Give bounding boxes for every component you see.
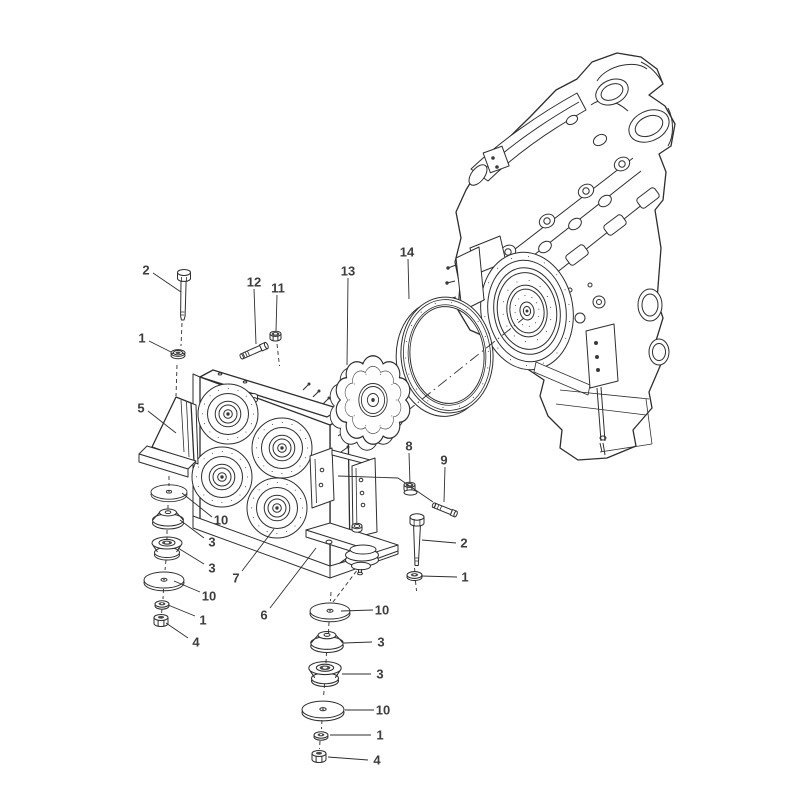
callout-2-hex-bolt: 2 <box>460 536 467 551</box>
callout-3-isolator: 3 <box>376 667 383 682</box>
isolator-3 <box>151 536 183 561</box>
assembly-axis-lines <box>161 322 434 750</box>
leader-base-rail <box>269 547 317 609</box>
pump-pad-1 <box>197 383 259 445</box>
washer-right <box>406 571 423 582</box>
leader-hex-nut <box>165 622 189 639</box>
leader-lock-nut <box>408 452 411 485</box>
callout-12-stud: 12 <box>247 275 261 290</box>
pump-pad-3 <box>191 446 253 508</box>
drive-centerline <box>405 317 525 413</box>
stud-witness-line <box>337 475 434 503</box>
leader-washer <box>167 604 196 617</box>
callout-10-mount-disc: 10 <box>214 513 228 528</box>
leader-isolator <box>179 519 205 539</box>
engine-mount-bracket-right <box>555 323 653 453</box>
mount-disc-10 <box>143 571 185 592</box>
hex-bolt-top-left <box>177 269 191 321</box>
callout-10-mount-disc: 10 <box>376 703 390 718</box>
callout-6-base-rail: 6 <box>260 608 267 623</box>
isolator-3 <box>152 508 184 530</box>
leader-hex-nut <box>327 756 369 761</box>
hex-nut-4 <box>311 750 327 763</box>
leader-ring-adapter <box>407 258 410 300</box>
callout-7-pump-drive-pad: 7 <box>232 571 239 586</box>
mount-disc-10 <box>309 602 351 623</box>
hex-nut-4 <box>153 614 169 627</box>
leader-isolator <box>343 641 373 644</box>
washer-8 <box>403 489 418 496</box>
pump-drive-gearbox <box>191 369 399 579</box>
lock-nut-11 <box>269 330 282 342</box>
callout-3-isolator: 3 <box>208 561 215 576</box>
flywheel-housing <box>469 235 591 396</box>
leader-stud <box>253 288 257 345</box>
callout-10-mount-disc: 10 <box>202 589 216 604</box>
ring-adapter-14 <box>395 296 494 417</box>
leader-stud <box>443 466 446 503</box>
callout-1-flange-nut: 1 <box>138 331 145 346</box>
flex-coupling-13 <box>329 355 411 451</box>
pump-pad-2 <box>251 417 313 479</box>
callout-4-hex-nut: 4 <box>192 635 200 650</box>
gearbox-studs <box>302 382 350 453</box>
callout-3-isolator: 3 <box>377 635 384 650</box>
mount-disc-10 <box>150 484 188 503</box>
callout-14-ring-adapter: 14 <box>400 245 415 260</box>
callout-11-lock-nut: 11 <box>271 281 285 296</box>
callout-1-washer: 1 <box>199 613 206 628</box>
callout-10-mount-disc: 10 <box>375 603 389 618</box>
leader-isolator <box>177 547 205 565</box>
leader-mount-disc <box>173 580 201 593</box>
isolator-3 <box>308 661 342 688</box>
callout-2-hex-bolt: 2 <box>142 263 149 278</box>
washer-1 <box>154 600 170 610</box>
callout-3-isolator: 3 <box>208 535 215 550</box>
callout-4-hex-nut: 4 <box>373 753 381 768</box>
isolator-3 <box>310 630 344 653</box>
center-mount-stack <box>301 602 351 763</box>
callout-8-lock-nut: 8 <box>405 439 412 454</box>
stud-12 <box>239 341 269 360</box>
mount-disc-10 <box>301 700 345 722</box>
callout-5-mount-bracket-left: 5 <box>137 401 144 416</box>
leader-hex-bolt <box>421 539 457 544</box>
callout-9-stud: 9 <box>440 453 447 468</box>
engine-block-detail <box>482 145 670 366</box>
flange-nut-top-left <box>170 349 186 360</box>
leader-mount-disc <box>181 492 213 518</box>
leader-washer <box>420 575 458 578</box>
hex-bolt-right <box>409 513 425 566</box>
callout-1-washer: 1 <box>461 570 468 585</box>
stud-9 <box>431 502 458 518</box>
leader-hex-bolt <box>152 272 182 293</box>
turbo-inlets <box>590 61 673 147</box>
pump-pad-4 <box>246 477 308 539</box>
dipstick-tube <box>596 386 607 456</box>
callout-13-flex-coupling: 13 <box>341 264 355 279</box>
leader-flange-nut <box>148 340 172 353</box>
left-mount-stack <box>143 484 188 627</box>
rubber-mount-assembled <box>345 544 379 576</box>
mount-bracket-left-5 <box>138 396 199 478</box>
leader-mount-bracket-left <box>147 410 177 434</box>
callout-1-washer: 1 <box>376 728 383 743</box>
washer-1 <box>313 731 329 741</box>
leader-mount-disc <box>340 609 374 612</box>
leader-lock-nut <box>275 294 278 332</box>
leader-pump-drive-pad <box>241 528 275 572</box>
support-bracket-right <box>305 447 399 576</box>
engine <box>445 52 676 461</box>
leader-flex-coupling <box>346 277 349 366</box>
